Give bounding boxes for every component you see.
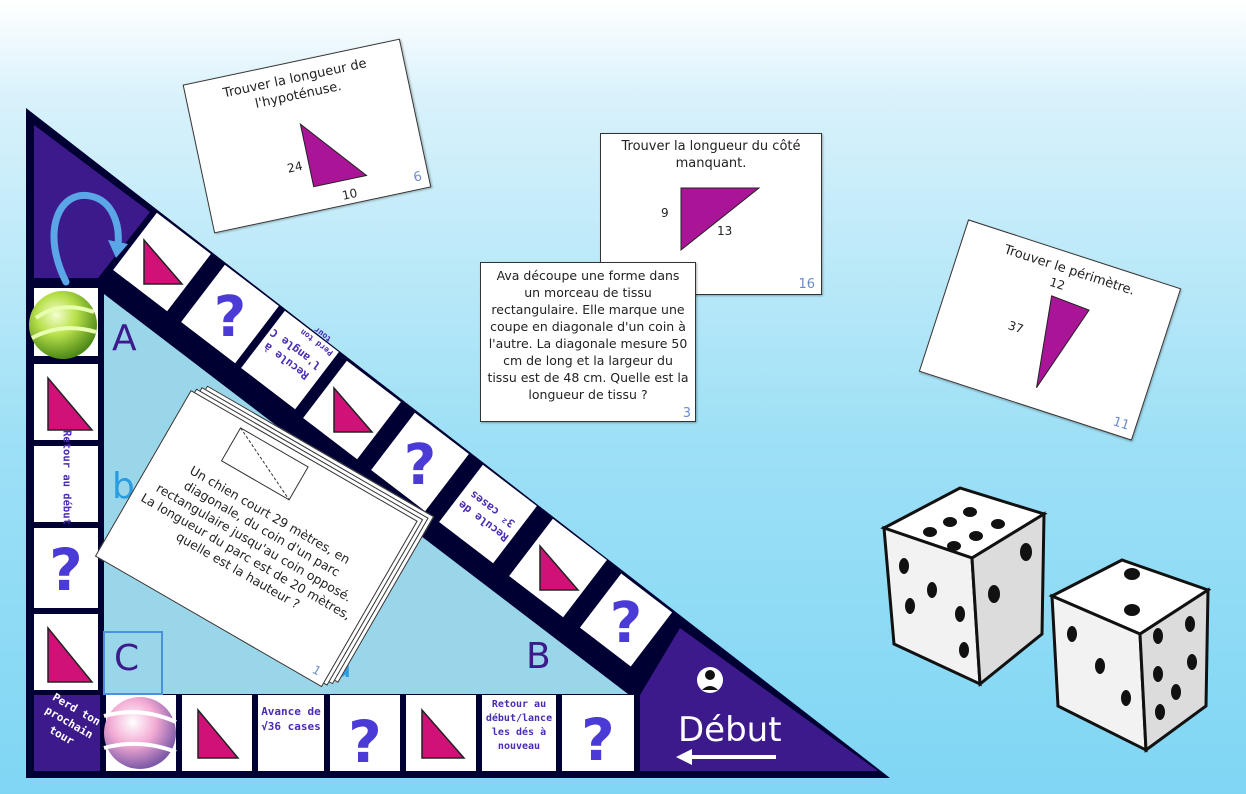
side-label-2: 10 [340, 185, 359, 203]
park-diagram-icon [220, 427, 309, 501]
card-number: 11 [1110, 414, 1132, 434]
pink-ball-icon [104, 697, 176, 769]
green-ball-icon [29, 291, 97, 359]
svg-text:?: ? [214, 285, 246, 350]
start-label: Début [678, 710, 782, 750]
triangle-icon [539, 543, 580, 591]
triangle-icon [47, 375, 94, 431]
triangle-figure [680, 187, 761, 252]
card-question: Trouver la longueur du côté manquant. [621, 139, 801, 171]
question-card-hypotenuse[interactable]: Trouver la longueur de l'hypoténuse. 24 … [182, 38, 432, 234]
triangle-icon [143, 237, 184, 285]
svg-text:?: ? [610, 591, 642, 656]
advance-text: Avance de √36 cases [261, 705, 321, 733]
arrow-left-icon [676, 749, 776, 765]
card-question: Ava découpe une forme dans un morceau de… [487, 268, 689, 402]
label-A: A [112, 318, 137, 359]
curved-arrow-icon [50, 191, 128, 286]
dice-pair[interactable] [880, 484, 1220, 764]
label-C: C [114, 638, 140, 679]
card-number: 3 [682, 406, 691, 421]
question-mark-icon: ? [581, 706, 615, 774]
card-number: 6 [412, 169, 424, 186]
svg-text:?: ? [404, 433, 436, 498]
left-back-text: Retour au début [60, 430, 73, 525]
corner-start [640, 628, 878, 771]
triangle-icon [333, 385, 374, 433]
side-label-2: 13 [717, 224, 733, 238]
triangle-icon [421, 708, 466, 759]
player-icon [697, 667, 723, 693]
die-2-icon [1048, 558, 1212, 753]
corner-bottom-left [34, 695, 100, 771]
question-mark-icon: ? [348, 708, 382, 776]
label-B: B [526, 636, 551, 677]
triangle-icon [47, 625, 94, 683]
question-card-fabric[interactable]: Ava découpe une forme dans un morceau de… [480, 262, 696, 422]
triangle-figure [299, 122, 368, 188]
die-1-icon [880, 486, 1048, 687]
question-card-perimeter[interactable]: Trouver le périmètre. 12 37 11 [918, 219, 1182, 441]
card-number: 16 [798, 277, 815, 292]
question-mark-icon: ? [49, 536, 83, 604]
right-angle-marker [103, 631, 163, 695]
stack-card-number: 1 [309, 662, 324, 679]
triangle-figure [1036, 295, 1090, 388]
triangle-icon [197, 707, 240, 759]
card-stack[interactable]: Un chien court 29 mètres, en diagonale, … [94, 385, 435, 689]
side-label-1: 9 [661, 206, 669, 220]
back-to-start-text: Retour au début/lance les dés à nouveau [485, 699, 553, 752]
